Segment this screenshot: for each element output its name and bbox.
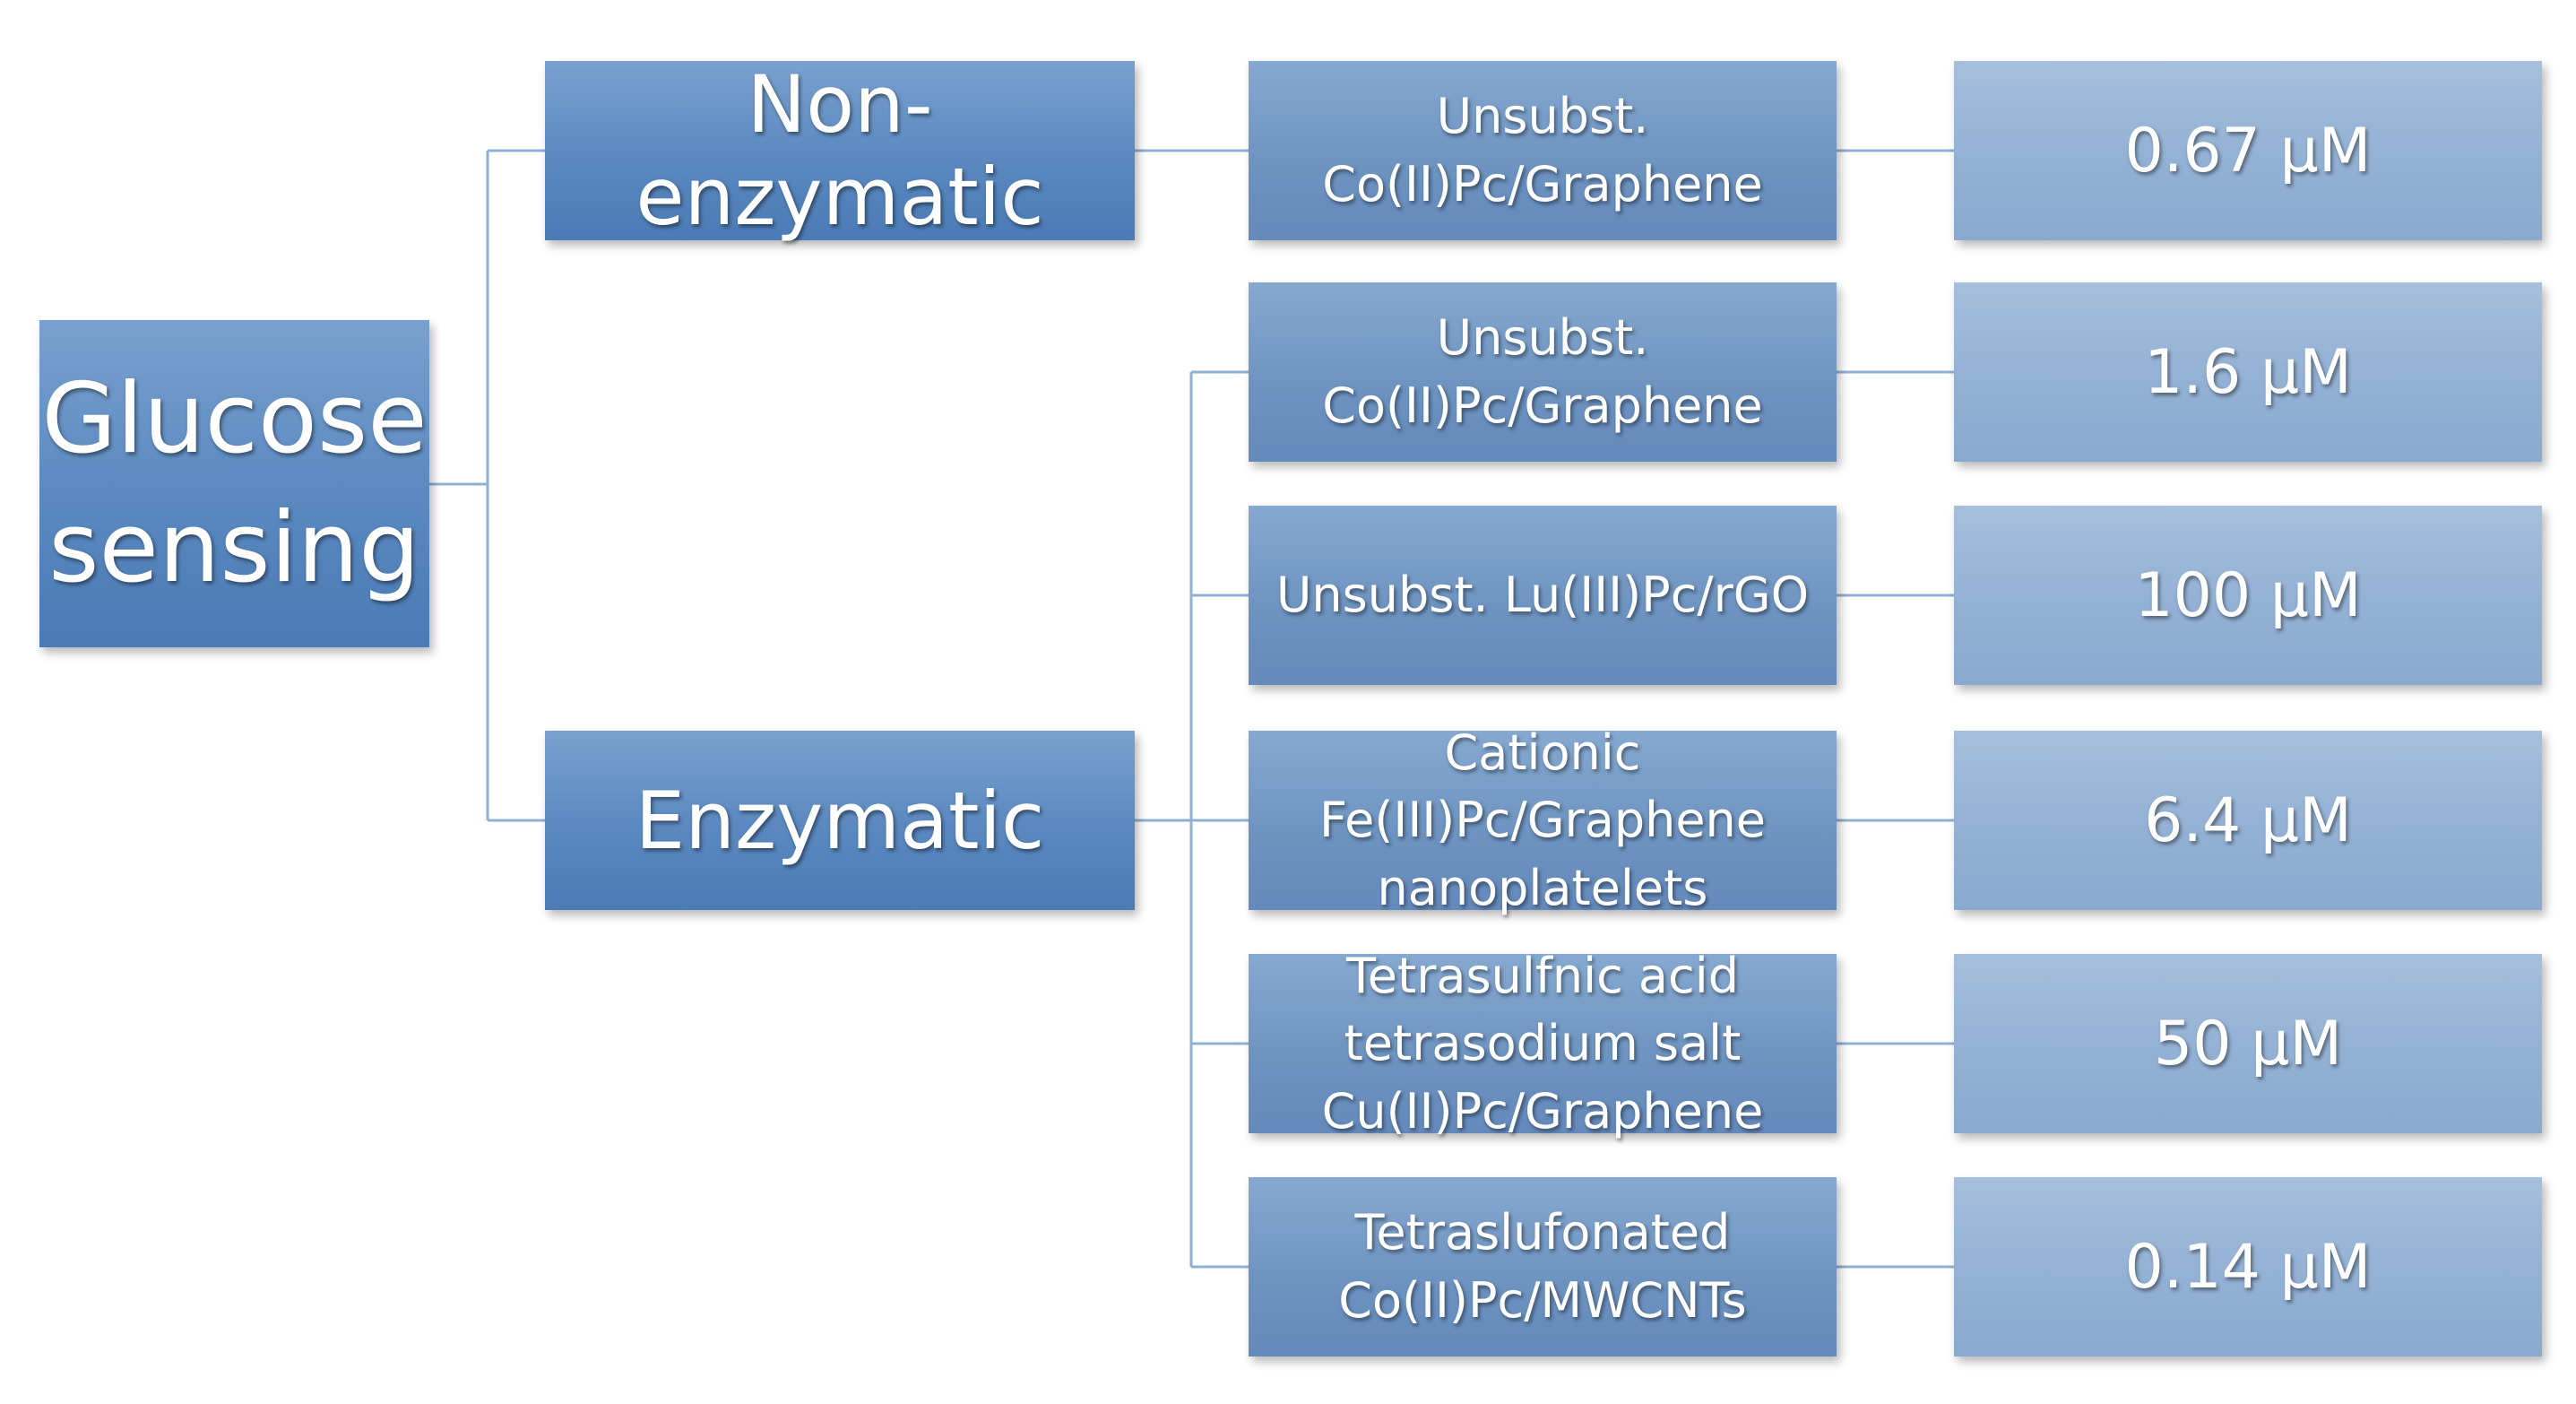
category-node-non-enzymatic: Non-enzymatic [545, 58, 1135, 243]
material-node: Unsubst. Lu(III)Pc/rGO [1249, 506, 1837, 685]
material-node: Unsubst. Co(II)Pc/Graphene [1249, 282, 1837, 462]
connector-enzymatic-materials [1135, 370, 1249, 1269]
connector-root-categories [429, 149, 545, 822]
detection-limit-node: 0.67 μM [1954, 61, 2542, 240]
material-node: Tetrasulfnic acid tetrasodium salt Cu(II… [1249, 948, 1837, 1140]
material-node: Cationic Fe(III)Pc/Graphene nanoplatelet… [1249, 724, 1837, 916]
detection-limit-node: 50 μM [1954, 954, 2542, 1133]
detection-limit-node: 100 μM [1954, 506, 2542, 685]
detection-limit-node: 1.6 μM [1954, 282, 2542, 462]
category-node-enzymatic: Enzymatic [545, 731, 1135, 910]
material-node: Unsubst. Co(II)Pc/Graphene [1249, 61, 1837, 240]
connector-materials-limits [1837, 149, 1954, 1269]
detection-limit-node: 0.14 μM [1954, 1177, 2542, 1356]
detection-limit-node: 6.4 μM [1954, 731, 2542, 910]
root-node-glucose-sensing: Glucose sensing [39, 320, 429, 647]
material-node: Tetraslufonated Co(II)Pc/MWCNTs [1249, 1177, 1837, 1356]
